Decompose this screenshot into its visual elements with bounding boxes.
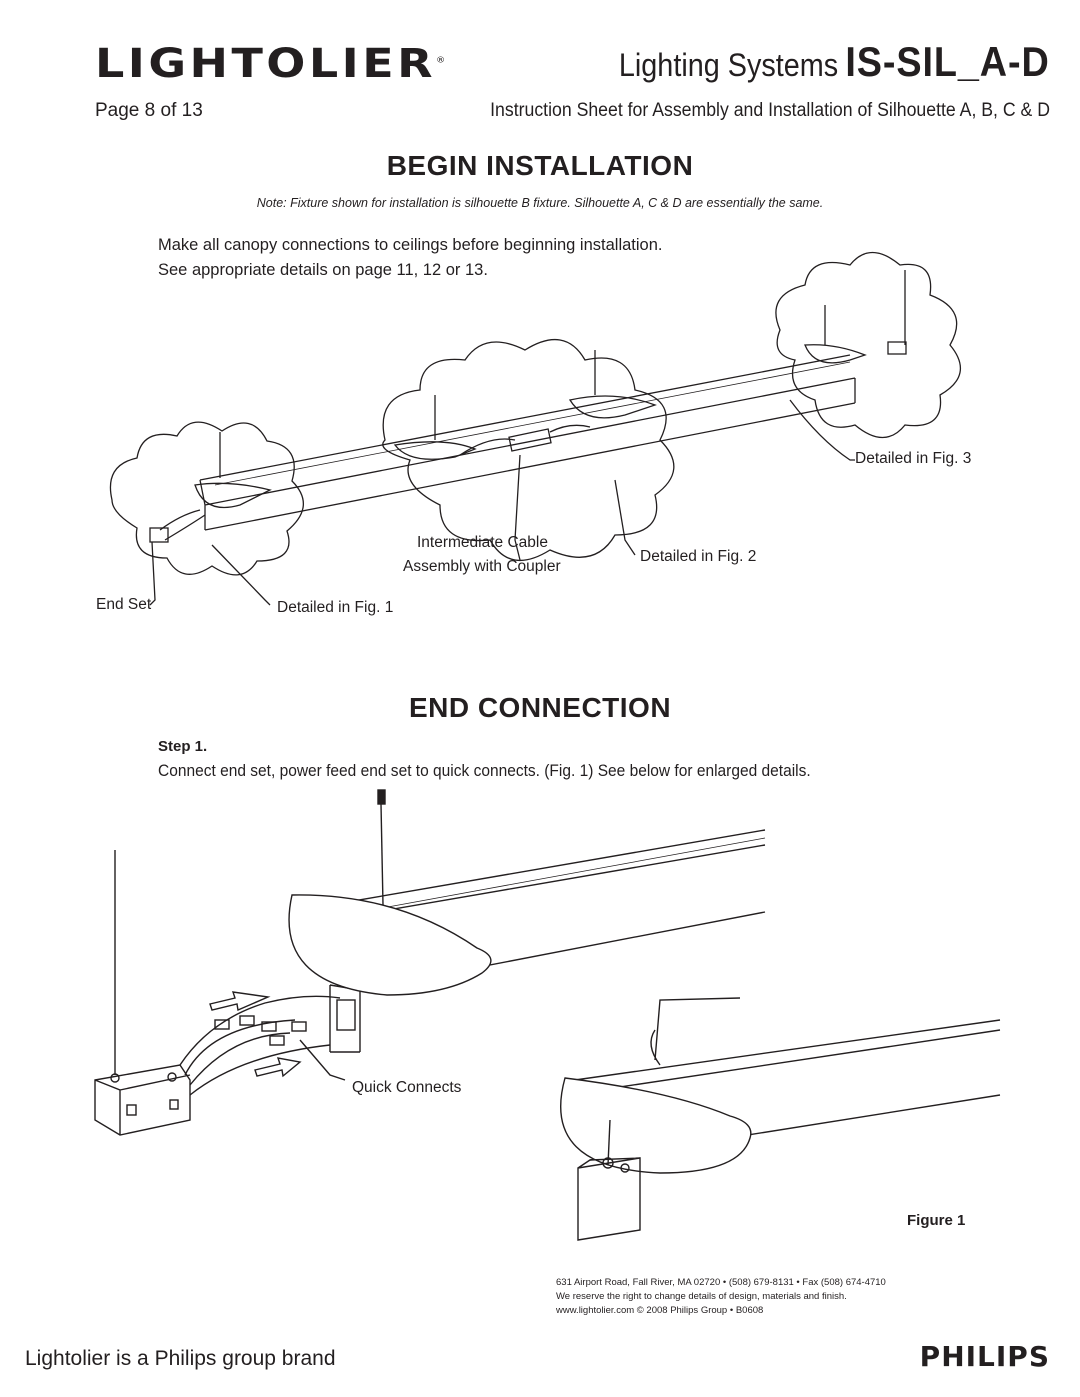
- brand-tagline: Lightolier is a Philips group brand: [25, 1347, 336, 1370]
- end-cap-right: [804, 344, 867, 364]
- footer-address: 631 Airport Road, Fall River, MA 02720 •…: [556, 1277, 886, 1288]
- step-text: Connect end set, power feed end set to q…: [158, 762, 811, 780]
- label-quick-connects: Quick Connects: [352, 1079, 462, 1096]
- document-subtitle: Instruction Sheet for Assembly and Insta…: [490, 100, 1050, 121]
- brand-logo: LIGHTOLIER®: [95, 41, 446, 87]
- quick-connect-5: [291, 1021, 307, 1032]
- label-end-set: End Set: [96, 596, 152, 613]
- lower-end-box: [577, 1157, 641, 1241]
- lower-end-cap: [560, 1077, 752, 1174]
- detail-cloud-fig1: [109, 421, 305, 576]
- philips-logo: PHILIPS: [919, 1340, 1050, 1373]
- footer-disclaimer: We reserve the right to change details o…: [556, 1291, 847, 1302]
- end-cap-mid-2: [568, 395, 657, 419]
- step-heading: Step 1.: [158, 738, 208, 755]
- label-detailed-fig1: Detailed in Fig. 1: [277, 599, 394, 616]
- instruction-line-1: Make all canopy connections to ceilings …: [158, 236, 663, 254]
- detail-cloud-fig2: [382, 338, 675, 562]
- arrow-1: [209, 991, 271, 1011]
- instruction-line-2: See appropriate details on page 11, 12 o…: [158, 261, 488, 279]
- detail-cloud-fig3: [775, 252, 962, 438]
- quick-connect-1: [214, 1019, 230, 1030]
- page-number: Page 8 of 13: [95, 100, 203, 121]
- installation-overview-diagram: [109, 252, 962, 606]
- section-title-end-connection: END CONNECTION: [408, 692, 672, 723]
- fixture-note: Note: Fixture shown for installation is …: [256, 196, 824, 210]
- set-screw: [377, 789, 386, 805]
- footer-website: www.lightolier.com © 2008 Philips Group …: [556, 1305, 764, 1316]
- arrow-2: [254, 1057, 302, 1078]
- section-title-begin-installation: BEGIN INSTALLATION: [386, 150, 694, 181]
- allen-key: [654, 997, 741, 1061]
- figure-caption: Figure 1: [907, 1212, 966, 1229]
- quick-connect-4: [269, 1035, 285, 1046]
- end-set-box: [149, 527, 169, 543]
- instructions: Make all canopy connections to ceilings …: [158, 233, 662, 283]
- footer-address-block: 631 Airport Road, Fall River, MA 02720 •…: [556, 1276, 886, 1318]
- label-intermediate-cable: Intermediate Cable: [417, 534, 548, 551]
- end-cap-left: [194, 482, 272, 509]
- coupler: [508, 428, 552, 452]
- quick-connect-3: [261, 1021, 277, 1032]
- upper-rail: [329, 829, 766, 1053]
- upper-end-cap: [288, 894, 492, 996]
- end-connection-figure: [94, 789, 1001, 1241]
- label-detailed-fig2: Detailed in Fig. 2: [640, 548, 757, 565]
- quick-connect-2: [239, 1015, 255, 1026]
- label-detailed-fig3: Detailed in Fig. 3: [855, 450, 972, 467]
- end-set-box-right: [887, 341, 907, 355]
- fixture-rail: [199, 354, 856, 531]
- end-cap-mid-1: [393, 441, 477, 460]
- label-assembly-with-coupler: Assembly with Coupler: [403, 558, 561, 575]
